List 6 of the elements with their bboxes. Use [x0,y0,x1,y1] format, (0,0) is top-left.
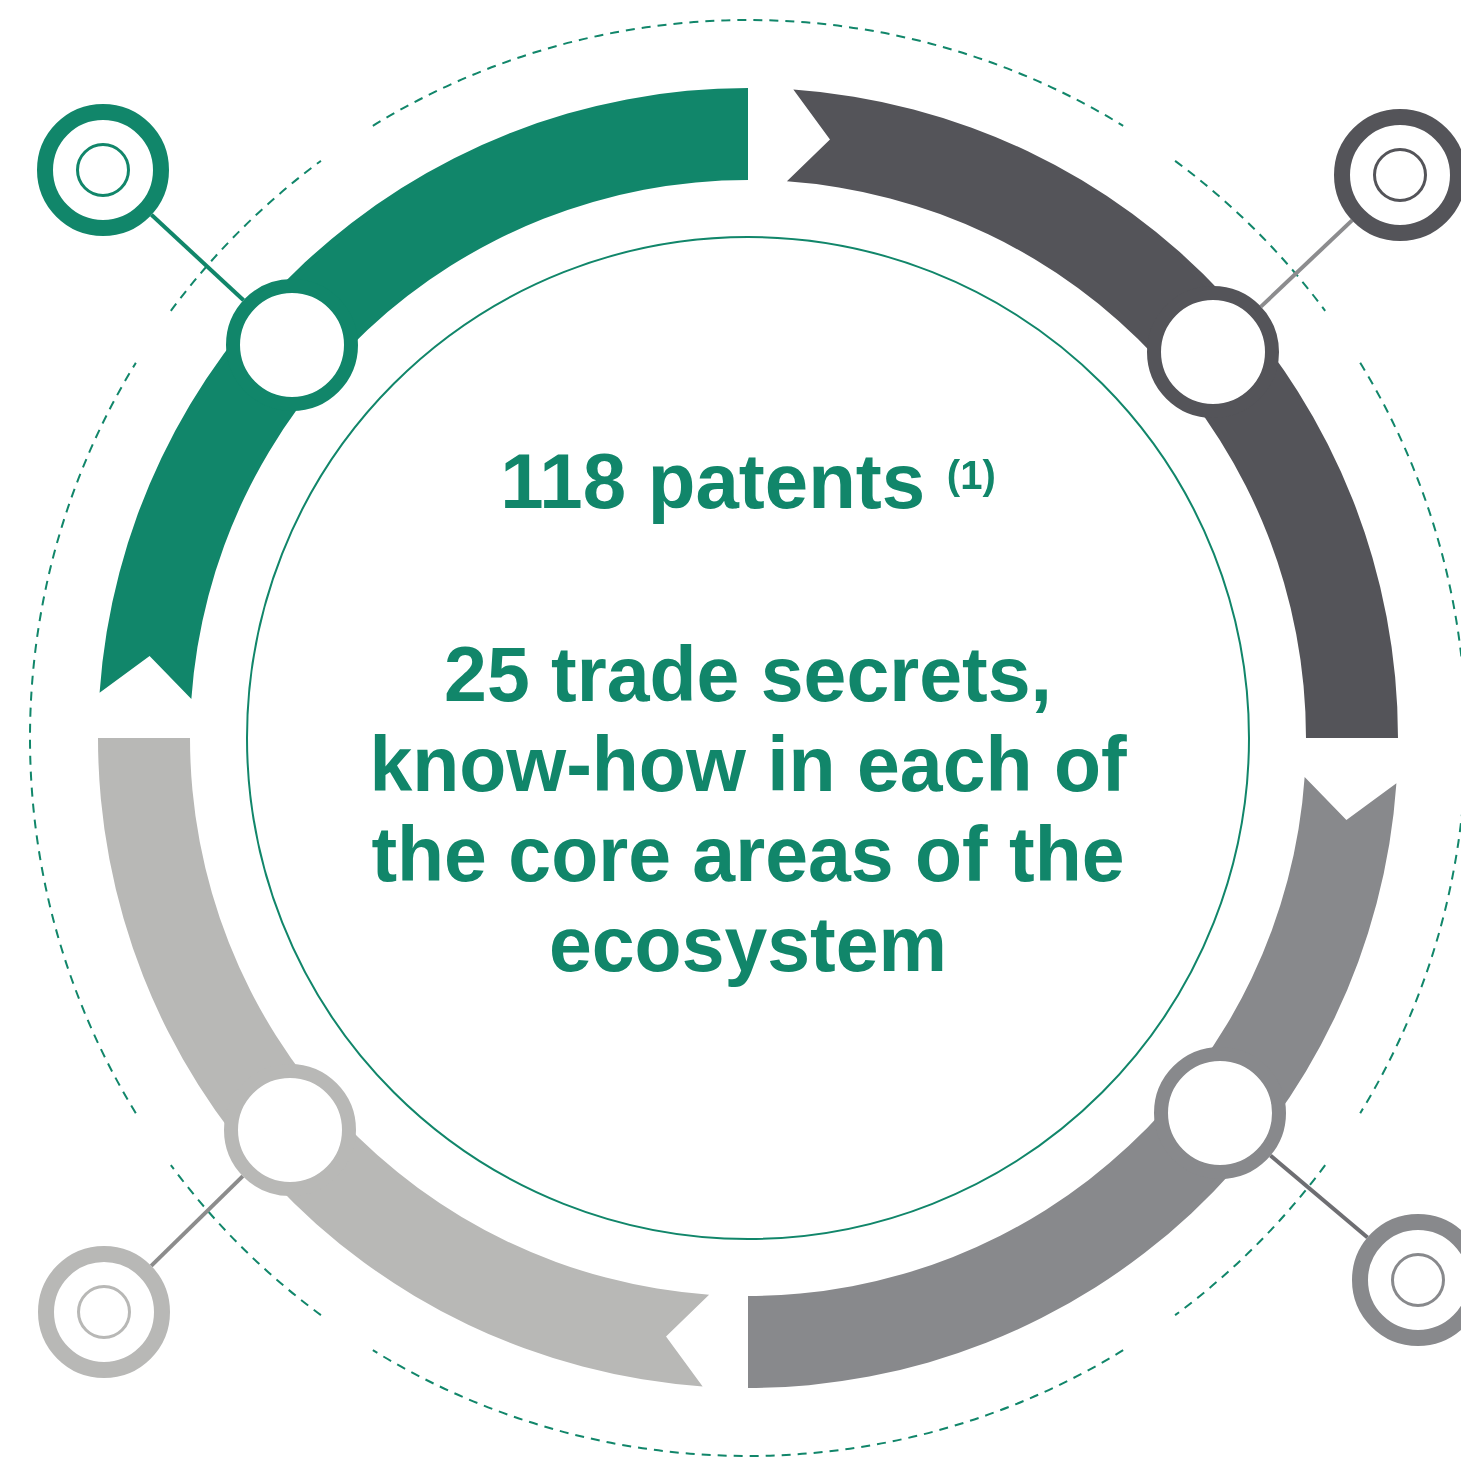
leader-line [1269,1154,1369,1239]
body-text: 25 trade secrets, know-how in each of the core areas of the ecosystem [368,630,1128,989]
leader-line [1259,218,1354,309]
leader-line [150,213,245,302]
leader-line [149,1174,245,1268]
headline-text: 118 patents $^{(1)}$ [500,438,996,524]
